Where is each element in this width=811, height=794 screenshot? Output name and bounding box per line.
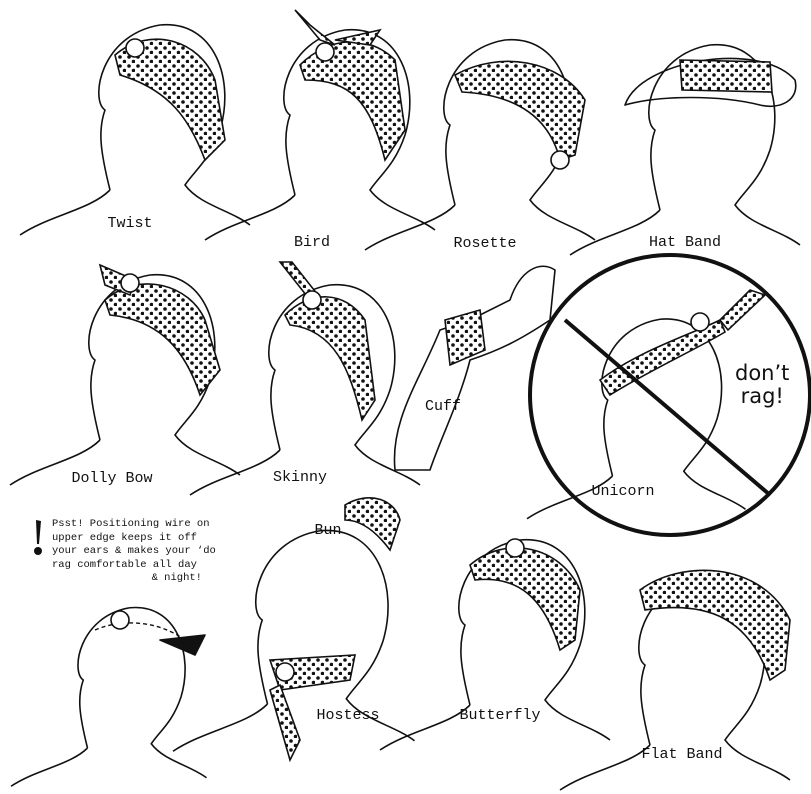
hostess-tail-scarf: [269, 683, 301, 763]
label-bun: Bun: [314, 522, 342, 539]
note-figure-knot: [110, 610, 130, 630]
label-skinny: Skinny: [272, 469, 328, 486]
butterfly-head: [458, 539, 611, 741]
hat-band-head: [648, 44, 801, 246]
label-cuff: Cuff: [424, 398, 462, 415]
note-figure-head: [77, 606, 207, 779]
label-unicorn: Unicorn: [591, 483, 655, 500]
bun-shoulder: [172, 703, 269, 752]
hat-band-shoulder: [569, 209, 661, 256]
label-bird: Bird: [293, 234, 331, 251]
twist-scarf: [114, 38, 226, 162]
cuff-arm: [393, 265, 556, 471]
bird-shoulder: [204, 194, 296, 241]
rosette-knot: [550, 150, 570, 170]
note-figure-shoulder: [10, 747, 89, 787]
butterfly-scarf: [469, 547, 581, 652]
skinny-head: [268, 284, 421, 486]
rosette-scarf: [453, 60, 586, 162]
label-hat-band: Hat Band: [648, 234, 722, 251]
bun-scarf: [344, 496, 401, 552]
note-line: your ears & makes your ‘do: [52, 545, 216, 557]
bun-head: [255, 529, 415, 742]
flat-band-shoulder: [559, 744, 651, 791]
bird-head: [283, 29, 436, 231]
unicorn-shoulder: [526, 475, 614, 520]
rosette-head: [443, 39, 596, 241]
hostess-knot: [275, 662, 295, 682]
skinny-shoulder: [189, 449, 281, 496]
warning-line-1: don’t: [735, 361, 790, 385]
unicorn-horn-scarf: [718, 289, 767, 332]
rosette-shoulder: [364, 204, 456, 251]
label-hostess: Hostess: [316, 707, 380, 724]
twist-shoulder: [19, 189, 111, 236]
hat-band-scarf: [679, 59, 773, 93]
twist-knot: [125, 38, 145, 58]
note-line: upper edge keeps it off: [52, 531, 197, 544]
exclamation-icon: [34, 520, 42, 555]
hat-brim: [624, 57, 797, 107]
unicorn-knot: [690, 312, 710, 332]
note-line: rag comfortable all day: [52, 558, 197, 571]
label-dolly-bow: Dolly Bow: [71, 470, 153, 487]
butterfly-shoulder: [379, 704, 471, 751]
bird-ear-scarf: [294, 9, 336, 46]
dolly-bow-shoulder: [9, 439, 101, 486]
no-symbol-circle: [528, 253, 811, 537]
label-butterfly: Butterfly: [459, 707, 541, 724]
dolly-bow-head: [88, 274, 241, 476]
warning-line-2: rag!: [740, 384, 784, 408]
unicorn-scarf: [598, 318, 727, 397]
note-line: & night!: [151, 572, 202, 584]
positioning-wire-note: Psst! Positioning wire on upper edge kee…: [52, 518, 232, 586]
dolly-bow-knot: [120, 273, 140, 293]
bird-scarf: [299, 41, 406, 162]
no-symbol-slash: [563, 318, 772, 497]
label-rosette: Rosette: [453, 235, 517, 252]
note-line: Psst! Positioning wire on: [52, 518, 210, 530]
dolly-bow-scarf: [104, 283, 221, 397]
label-flat-band: Flat Band: [641, 746, 723, 763]
hostess-knot-scarf: [268, 654, 356, 691]
butterfly-knot: [505, 538, 525, 558]
flat-band-scarf: [639, 569, 791, 682]
bird-knot: [315, 42, 335, 62]
label-twist: Twist: [107, 215, 153, 232]
skinny-scarf: [284, 296, 376, 422]
bird-tail-scarf: [334, 28, 382, 46]
twist-head: [98, 24, 251, 226]
dont-rag-warning: don’t rag!: [735, 362, 789, 408]
cuff-scarf: [444, 308, 486, 367]
skinny-knot: [302, 290, 322, 310]
pointer-arrow: [159, 634, 206, 656]
